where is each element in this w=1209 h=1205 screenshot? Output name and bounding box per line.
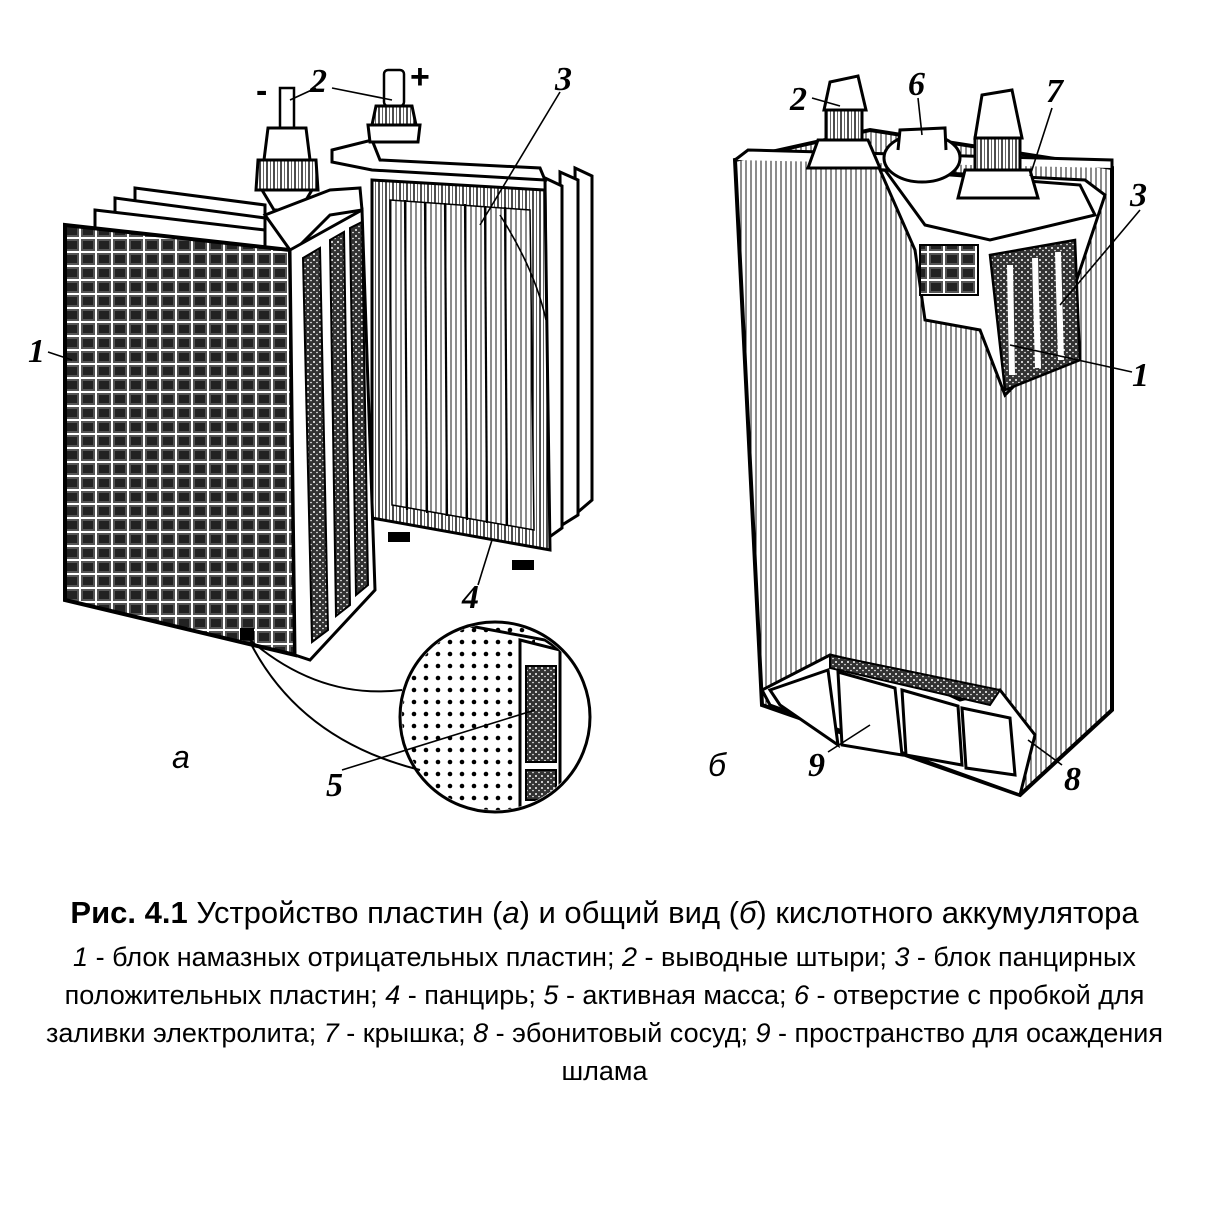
- legend-text: - пространство для осаждения шлама: [561, 1018, 1164, 1086]
- title-a: а: [502, 895, 520, 930]
- terminal-plus: [366, 68, 422, 144]
- legend-num: 6: [794, 980, 810, 1010]
- callout-b-7: 7: [1046, 73, 1065, 110]
- legend-text: - отверстие с пробкой для заливки электр…: [45, 980, 1145, 1048]
- legend-num: 3: [894, 942, 910, 972]
- title-b: б: [738, 895, 757, 930]
- legend-num: 4: [385, 980, 401, 1010]
- legend-num: 9: [755, 1018, 771, 1048]
- battery-case-drawing: 2 6 7 3 1 9 8 б: [708, 66, 1149, 798]
- callout-b-1: 1: [1132, 357, 1149, 394]
- legend-num: 2: [621, 942, 637, 972]
- legend-text: - блок панцирных положительных пластин;: [64, 942, 1136, 1010]
- callout-b-8: 8: [1064, 761, 1081, 798]
- legend-text: - панцирь;: [400, 980, 544, 1010]
- callout-b-9: 9: [808, 747, 825, 784]
- title-part-1: Устройство пластин (: [187, 895, 503, 930]
- legend-num: 1: [73, 942, 89, 972]
- plus-sign: +: [410, 58, 430, 96]
- legend-text: - выводные штыри;: [637, 942, 895, 972]
- positive-plate-block: [330, 138, 594, 570]
- battery-figure: 1 2 3 4 5 - + а: [28, 58, 1149, 814]
- title-part-2: ) и общий вид (: [519, 895, 739, 930]
- callout-2: 2: [309, 63, 327, 100]
- callout-b-6: 6: [908, 66, 925, 103]
- legend-text: - блок намазных отрицательных пластин;: [88, 942, 622, 972]
- lid-terminals: [805, 74, 1040, 200]
- callout-4: 4: [461, 579, 479, 616]
- callout-3: 3: [554, 61, 572, 98]
- callout-5: 5: [326, 767, 343, 804]
- minus-sign: -: [256, 72, 267, 110]
- callout-b-3: 3: [1129, 177, 1147, 214]
- plate-assembly-drawing: 1 2 3 4 5 - + а: [28, 58, 594, 814]
- negative-plate-block: [63, 186, 377, 662]
- caption-legend: 1 - блок намазных отрицательных пластин;…: [30, 938, 1179, 1090]
- legend-text: - крышка;: [338, 1018, 474, 1048]
- legend-num: 8: [473, 1018, 489, 1048]
- figure-caption: Рис. 4.1 Устройство пластин (а) и общий …: [30, 890, 1179, 1090]
- legend-num: 7: [323, 1018, 339, 1048]
- sublabel-b: б: [708, 747, 727, 783]
- sublabel-a: а: [172, 739, 190, 775]
- active-mass-detail: [249, 620, 592, 814]
- callout-1: 1: [28, 333, 45, 370]
- callout-b-2: 2: [789, 81, 807, 118]
- title-part-3: ) кислотного аккумулятора: [756, 895, 1139, 930]
- figure-number: Рис. 4.1: [70, 895, 188, 930]
- terminal-minus: [254, 86, 320, 212]
- caption-title: Рис. 4.1 Устройство пластин (а) и общий …: [30, 890, 1179, 936]
- legend-text: - активная масса;: [558, 980, 795, 1010]
- legend-num: 5: [543, 980, 559, 1010]
- legend-text: - эбонитовый сосуд;: [488, 1018, 756, 1048]
